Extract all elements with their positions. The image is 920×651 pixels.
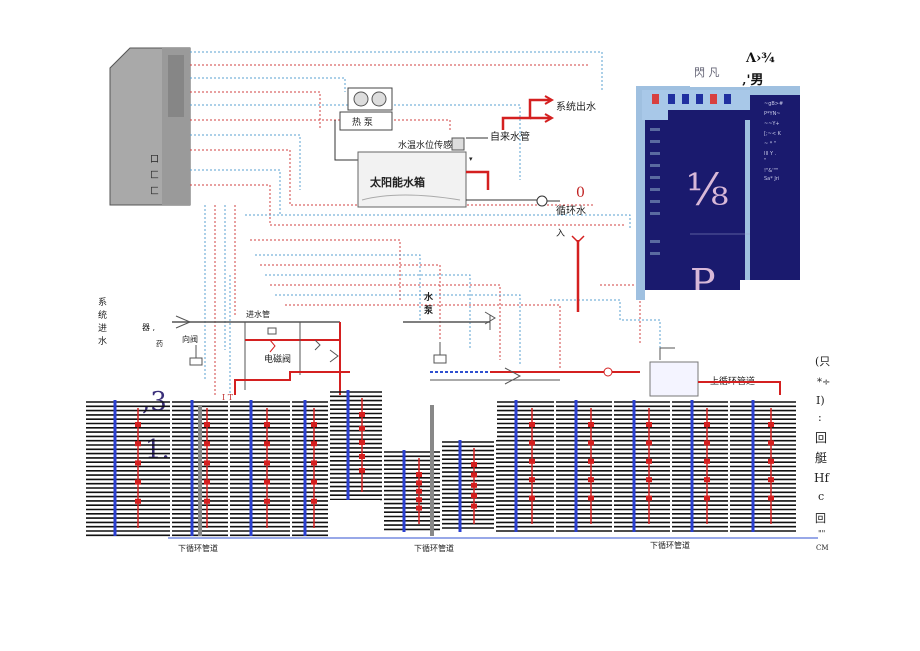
menu-item: III Y . bbox=[764, 151, 777, 157]
side-text: (只 bbox=[815, 355, 830, 368]
panel-subtitle: ‚'男 bbox=[742, 73, 764, 88]
bottom-loop-labels: 下循环管道 下循环管道 下循环管道 bbox=[168, 537, 818, 553]
valve-icon bbox=[603, 367, 613, 377]
heat-pump-label: 热 泵 bbox=[352, 116, 373, 128]
side-text: "" bbox=[818, 529, 825, 538]
filter-unit-icon bbox=[649, 361, 699, 397]
menu-item: ~ * " bbox=[764, 141, 776, 147]
panel-title: Λ›¾ bbox=[745, 51, 775, 66]
coil-bank bbox=[730, 400, 796, 532]
it-label: I T bbox=[222, 393, 234, 402]
solar-tank: 水温水位传感器 太阳能水箱 bbox=[334, 120, 467, 208]
panel-left-bars bbox=[650, 128, 660, 255]
controller-label-2: 匚 bbox=[150, 170, 159, 181]
controller-screen bbox=[168, 55, 184, 117]
panel-indicator-red bbox=[652, 94, 659, 104]
panel-menu-items: ~gB># P*YN~ ~~Y+ [;~< K ~ * " III Y . " … bbox=[764, 101, 783, 182]
heat-pump: 热 泵 bbox=[339, 87, 393, 131]
right-labels: 系统出水 自来水管 0 循环水 入 bbox=[490, 100, 596, 239]
side-text: I) bbox=[816, 394, 825, 407]
panel-menu bbox=[750, 95, 800, 285]
side-text: *÷ bbox=[817, 377, 830, 388]
controller-box: 口 匚 匚 bbox=[109, 47, 191, 206]
menu-item: !"&'"" bbox=[764, 168, 778, 174]
coil-gap bbox=[328, 500, 380, 540]
coil-bank bbox=[86, 400, 170, 537]
zero-label: 0 bbox=[576, 185, 585, 201]
pump-label-1: 水 bbox=[424, 291, 434, 303]
lower-loop-label-1: 下循环管道 bbox=[178, 543, 218, 553]
menu-item: [;~< K bbox=[764, 131, 782, 137]
tank-sensor-label: 水温水位传感器 bbox=[398, 139, 461, 151]
filter-label: 器 , bbox=[142, 323, 155, 332]
coil-bank bbox=[614, 400, 670, 532]
coil-bank bbox=[556, 400, 612, 532]
panel-main-screen bbox=[645, 120, 745, 290]
system-inlet-char-3: 进 bbox=[98, 323, 107, 334]
panel-fraction: ⅛ bbox=[686, 165, 729, 216]
coil-gap bbox=[445, 398, 497, 440]
panel-indicator-blue-2 bbox=[682, 94, 689, 104]
controller-label-1: 口 bbox=[150, 155, 159, 165]
panel-indicator-red-2 bbox=[710, 94, 717, 104]
system-inlet-char-4: 水 bbox=[98, 335, 107, 347]
floor-heating-coils bbox=[86, 390, 796, 537]
panel-indicator-blue-3 bbox=[696, 94, 703, 104]
mid-piping bbox=[172, 311, 781, 397]
circ-water-in-label: 循环水 bbox=[556, 204, 586, 217]
coil-bank bbox=[384, 450, 440, 532]
system-outlet-label: 系统出水 bbox=[556, 100, 596, 113]
lower-loop-label-2: 下循环管道 bbox=[414, 543, 454, 553]
pump-label-2: 泵 bbox=[424, 305, 434, 316]
circulation-pump-icon bbox=[536, 195, 548, 207]
valve-mark: ▾ bbox=[469, 155, 473, 163]
circ-water-in-label-2: 入 bbox=[556, 228, 565, 239]
menu-item: ~~Y+ bbox=[764, 121, 780, 127]
menu-item: " bbox=[764, 158, 766, 164]
side-text: CM bbox=[816, 544, 829, 552]
control-panel: 閃 凡 Λ›¾ ‚'男 ~gB># P*YN~ ~~Y+ [;~< K ~ * … bbox=[636, 51, 800, 305]
side-text: : bbox=[818, 411, 822, 424]
tap-water-pipe-label: 自来水管 bbox=[490, 130, 530, 143]
tank-pipes bbox=[466, 95, 585, 312]
tank-inner-label: 太阳能水箱 bbox=[369, 175, 425, 189]
system-inlet-char-2: 统 bbox=[98, 309, 107, 321]
panel-indicator-blue-4 bbox=[724, 94, 731, 104]
side-text: 回 bbox=[815, 512, 826, 525]
coil-bank bbox=[442, 440, 494, 532]
controller-label-3: 匚 bbox=[150, 186, 159, 197]
system-inlet-char-1: 系 bbox=[98, 297, 107, 308]
lower-loop-label-3: 下循环管道 bbox=[650, 540, 690, 550]
coil-bank bbox=[672, 400, 728, 532]
coil-bank bbox=[496, 400, 554, 532]
right-side-text: (只 *÷ I) : 回 艇 Hf c 回 "" CM bbox=[814, 355, 830, 552]
panel-small-glyphs: 閃 凡 bbox=[694, 66, 720, 79]
solenoid-valve-label: 电磁阀 bbox=[264, 353, 291, 365]
inlet-pipe-label: 进水管 bbox=[246, 309, 270, 319]
menu-item: P*YN~ bbox=[764, 111, 781, 117]
side-text: 回 bbox=[815, 431, 827, 445]
menu-item: Sa* Jri bbox=[764, 176, 779, 182]
side-text: Hf bbox=[814, 471, 830, 485]
menu-item: ~gB># bbox=[764, 101, 783, 107]
filter-label-2: 药 bbox=[156, 339, 163, 348]
panel-indicator-blue-1 bbox=[668, 94, 675, 104]
side-text: 艇 bbox=[815, 451, 827, 465]
check-valve-label: 向阀 bbox=[182, 334, 198, 344]
coil-bank bbox=[330, 390, 382, 501]
side-text: c bbox=[818, 490, 824, 503]
water-level-sensor-icon bbox=[451, 137, 465, 151]
signal-wires bbox=[190, 51, 661, 395]
coil-bank bbox=[292, 400, 328, 537]
coil-bank bbox=[230, 400, 290, 537]
